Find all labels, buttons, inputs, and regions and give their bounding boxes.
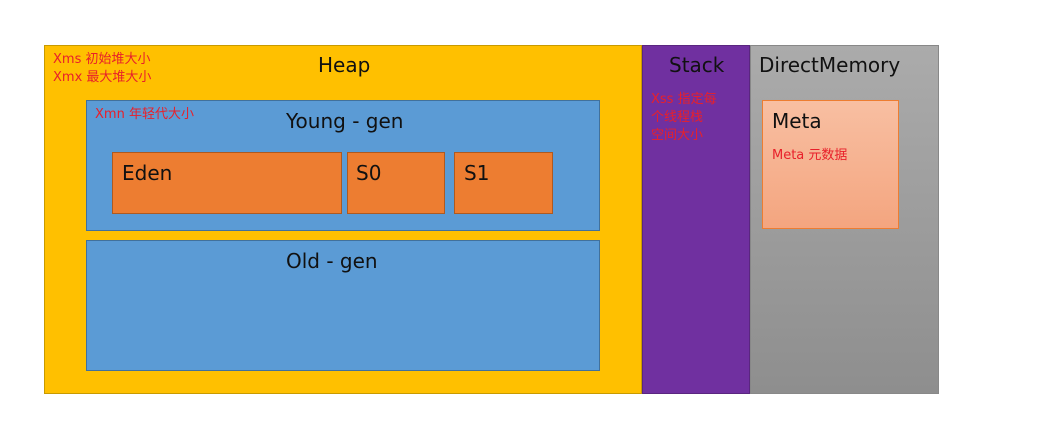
stack-note: Xss 指定每 个线程栈 空间大小 (651, 91, 717, 145)
heap-note: Xms 初始堆大小 Xmx 最大堆大小 (53, 51, 151, 87)
stack-region (642, 45, 750, 394)
survivor-s1-region (454, 152, 553, 214)
survivor-s0-region (347, 152, 445, 214)
survivor-s1-title: S1 (464, 161, 490, 185)
young-gen-title: Young - gen (286, 109, 404, 133)
old-gen-region (86, 240, 600, 371)
eden-region (112, 152, 342, 214)
heap-note-xms: Xms 初始堆大小 (53, 52, 151, 67)
eden-title: Eden (122, 161, 173, 185)
meta-region (762, 100, 899, 229)
heap-note-xmx: Xmx 最大堆大小 (53, 70, 152, 85)
old-gen-title: Old - gen (286, 249, 378, 273)
meta-note: Meta 元数据 (772, 148, 848, 163)
stack-note-line-3: 空间大小 (651, 128, 704, 143)
stack-note-line-1: Xss 指定每 (651, 92, 717, 107)
survivor-s0-title: S0 (356, 161, 382, 185)
stack-note-line-2: 个线程栈 (651, 110, 704, 125)
young-gen-note: Xmn 年轻代大小 (95, 107, 194, 122)
heap-title: Heap (318, 53, 371, 77)
meta-title: Meta (772, 109, 822, 133)
stack-title: Stack (669, 53, 725, 77)
direct-memory-title: DirectMemory (759, 53, 901, 77)
